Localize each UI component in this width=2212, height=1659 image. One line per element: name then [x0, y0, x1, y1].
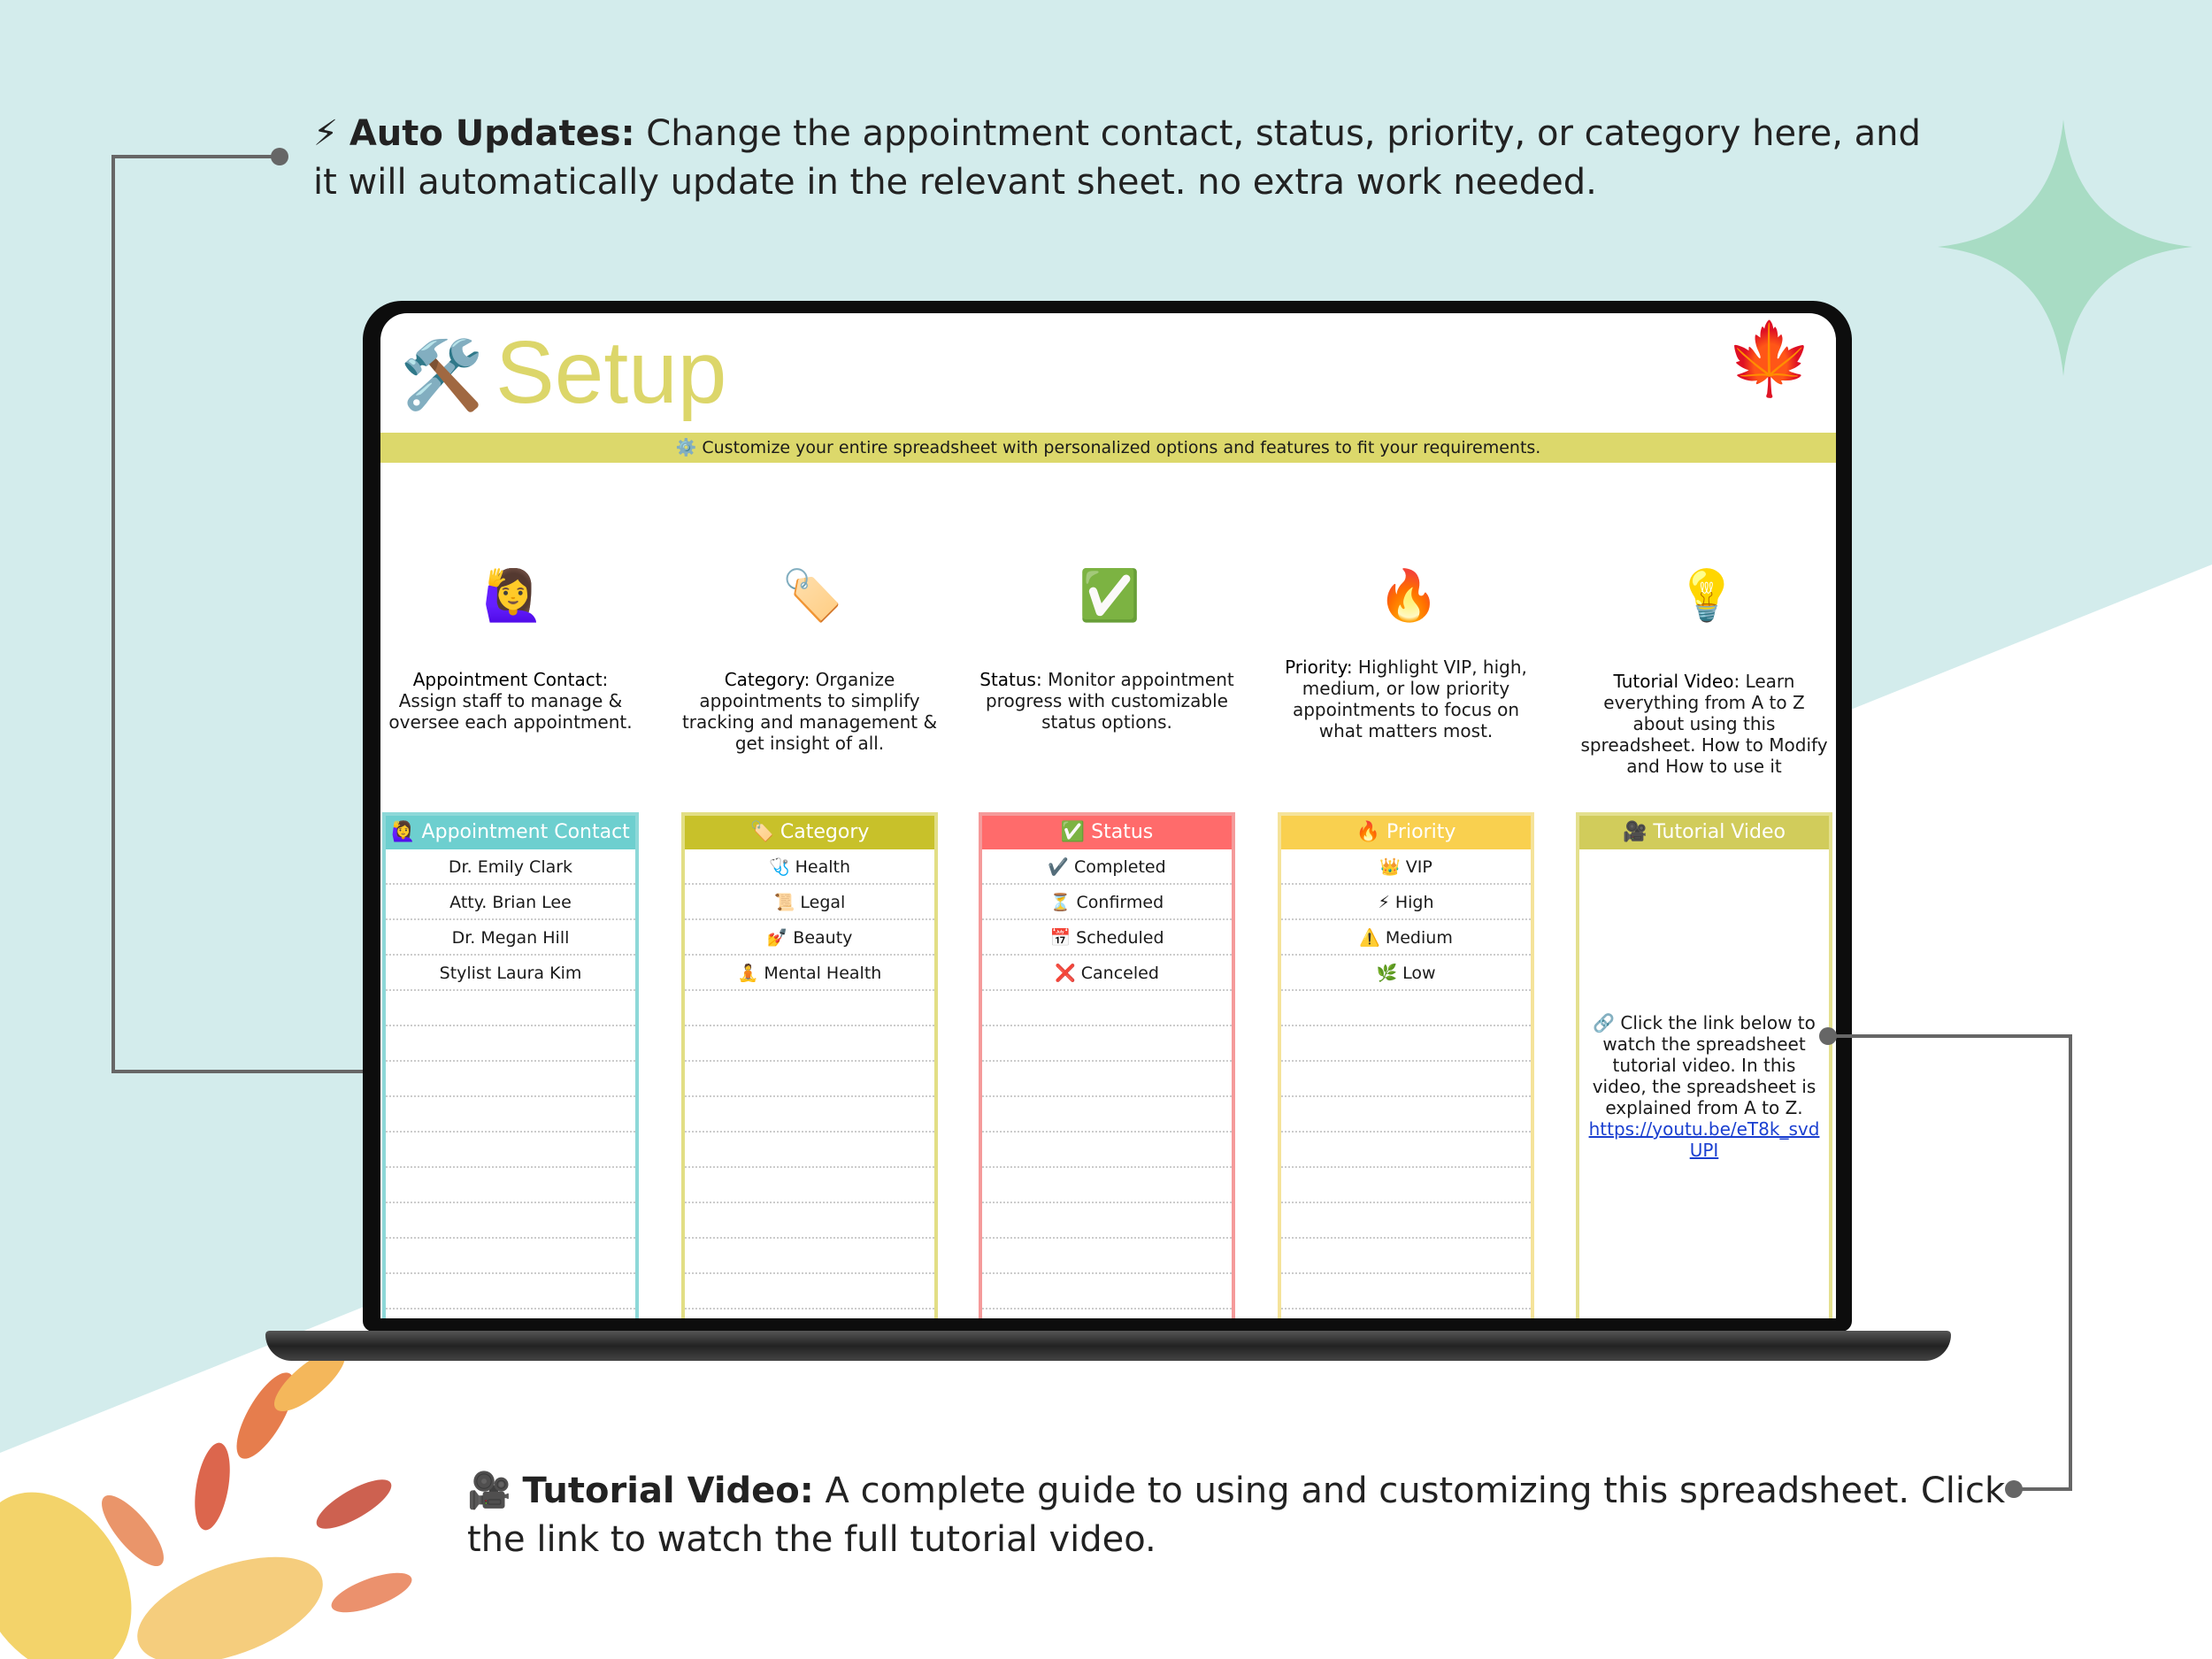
table-row[interactable]: ⚠️ Medium — [1281, 920, 1531, 956]
connector-line — [1828, 1034, 2072, 1038]
table-row[interactable]: 🩺 Health — [685, 849, 934, 885]
table-row[interactable] — [685, 1203, 934, 1239]
auto-updates-note: ⚡ Auto Updates: Change the appointment c… — [313, 113, 1921, 203]
table-row[interactable] — [982, 991, 1232, 1026]
table-row[interactable]: 📅 Scheduled — [982, 920, 1232, 956]
table-header: 🎥 Tutorial Video — [1579, 816, 1829, 849]
spreadsheet-setup-sheet: 🛠️ Setup 🍁 ⚙️ Customize your entire spre… — [380, 313, 1836, 1318]
table-row[interactable] — [685, 1168, 934, 1203]
table-4: 🎥 Tutorial Video — [1576, 812, 1832, 1318]
table-3: 🔥 Priority👑 VIP⚡ High⚠️ Medium🌿 Low — [1278, 812, 1534, 1318]
table-row[interactable]: 🧘 Mental Health — [685, 956, 934, 991]
section-icon: ✅ — [1079, 567, 1141, 625]
table-row[interactable] — [982, 1062, 1232, 1097]
table-header: ✅ Status — [982, 816, 1232, 849]
section-icon: 💡 — [1676, 567, 1738, 625]
connector-line — [113, 155, 280, 158]
lightning-icon: ⚡ — [313, 113, 339, 154]
page-title: Setup — [495, 323, 727, 422]
table-row[interactable] — [386, 1203, 635, 1239]
table-row[interactable] — [982, 1239, 1232, 1274]
connector-dot — [271, 148, 288, 165]
sparkle-star-icon — [1938, 119, 2193, 376]
connector-line — [2069, 1034, 2072, 1491]
laptop-base — [265, 1331, 1951, 1361]
table-row[interactable] — [1281, 1026, 1531, 1062]
table-1: 🏷️ Category🩺 Health📜 Legal💅 Beauty🧘 Ment… — [681, 812, 938, 1318]
table-row[interactable] — [386, 1168, 635, 1203]
table-row[interactable] — [685, 1062, 934, 1097]
table-row[interactable] — [386, 1133, 635, 1168]
table-row[interactable]: Dr. Emily Clark — [386, 849, 635, 885]
connector-line — [2014, 1487, 2072, 1491]
table-row[interactable] — [1281, 1097, 1531, 1133]
table-row[interactable] — [386, 991, 635, 1026]
table-row[interactable] — [386, 1026, 635, 1062]
connector-dot — [2005, 1480, 2023, 1498]
tutorial-instructions: 🔗 Click the link below to watch the spre… — [1588, 1012, 1820, 1161]
table-row[interactable] — [1281, 1062, 1531, 1097]
table-row[interactable]: ✔️ Completed — [982, 849, 1232, 885]
section-icon: 🏷️ — [781, 567, 843, 625]
tools-icon: 🛠️ — [400, 335, 484, 414]
table-header: 🔥 Priority — [1281, 816, 1531, 849]
section-icon: 🙋‍♀️ — [482, 567, 544, 625]
table-row[interactable] — [685, 1133, 934, 1168]
table-row[interactable] — [1281, 1203, 1531, 1239]
table-row[interactable]: 🌿 Low — [1281, 956, 1531, 991]
table-row[interactable] — [1281, 1274, 1531, 1310]
table-row[interactable] — [1281, 1239, 1531, 1274]
table-row[interactable] — [386, 1239, 635, 1274]
table-row[interactable] — [685, 1274, 934, 1310]
table-row[interactable]: Dr. Megan Hill — [386, 920, 635, 956]
table-header: 🙋‍♀️ Appointment Contact — [386, 816, 635, 849]
table-row[interactable] — [1281, 991, 1531, 1026]
table-row[interactable]: ⚡ High — [1281, 885, 1531, 920]
section-description: Appointment Contact: Assign staff to man… — [388, 669, 633, 733]
connector-line — [111, 1070, 375, 1073]
tutorial-video-link[interactable]: https://youtu.be/eT8k_svdUPI — [1588, 1118, 1820, 1161]
table-row[interactable] — [982, 1203, 1232, 1239]
video-camera-icon: 🎥 — [467, 1471, 511, 1511]
table-row[interactable]: ❌ Canceled — [982, 956, 1232, 991]
table-row[interactable] — [982, 1310, 1232, 1318]
tutorial-video-note: 🎥 Tutorial Video: A complete guide to us… — [467, 1471, 2006, 1560]
table-row[interactable] — [685, 1239, 934, 1274]
table-row[interactable]: Stylist Laura Kim — [386, 956, 635, 991]
table-2: ✅ Status✔️ Completed⏳ Confirmed📅 Schedul… — [979, 812, 1235, 1318]
table-row[interactable]: Atty. Brian Lee — [386, 885, 635, 920]
info-banner: ⚙️ Customize your entire spreadsheet wit… — [380, 433, 1836, 463]
table-header: 🏷️ Category — [685, 816, 934, 849]
autumn-leaves-decoration — [0, 1349, 412, 1659]
table-row[interactable] — [386, 1097, 635, 1133]
table-row[interactable] — [685, 1026, 934, 1062]
table-row[interactable] — [1281, 1133, 1531, 1168]
table-row[interactable] — [685, 1097, 934, 1133]
table-row[interactable]: 👑 VIP — [1281, 849, 1531, 885]
table-row[interactable] — [982, 1274, 1232, 1310]
table-row[interactable] — [982, 1133, 1232, 1168]
table-row[interactable] — [685, 1310, 934, 1318]
section-description: Category: Organize appointments to simpl… — [681, 669, 938, 754]
table-row[interactable]: ⏳ Confirmed — [982, 885, 1232, 920]
table-row[interactable] — [982, 1097, 1232, 1133]
table-row[interactable]: 💅 Beauty — [685, 920, 934, 956]
section-description: Tutorial Video: Learn everything from A … — [1580, 671, 1828, 777]
table-row[interactable] — [1281, 1310, 1531, 1318]
autumn-leaf-icon: 🍁 — [1725, 318, 1814, 400]
section-description: Priority: Highlight VIP, high, medium, o… — [1285, 657, 1527, 741]
section-icon: 🔥 — [1378, 567, 1440, 625]
table-row[interactable] — [386, 1062, 635, 1097]
table-row[interactable] — [1281, 1168, 1531, 1203]
table-row[interactable]: 📜 Legal — [685, 885, 934, 920]
table-row[interactable] — [982, 1168, 1232, 1203]
connector-line — [111, 155, 115, 1073]
section-description: Status: Monitor appointment progress wit… — [979, 669, 1234, 733]
table-row[interactable] — [685, 991, 934, 1026]
table-row[interactable] — [982, 1026, 1232, 1062]
table-row[interactable] — [386, 1310, 635, 1318]
table-row[interactable] — [386, 1274, 635, 1310]
